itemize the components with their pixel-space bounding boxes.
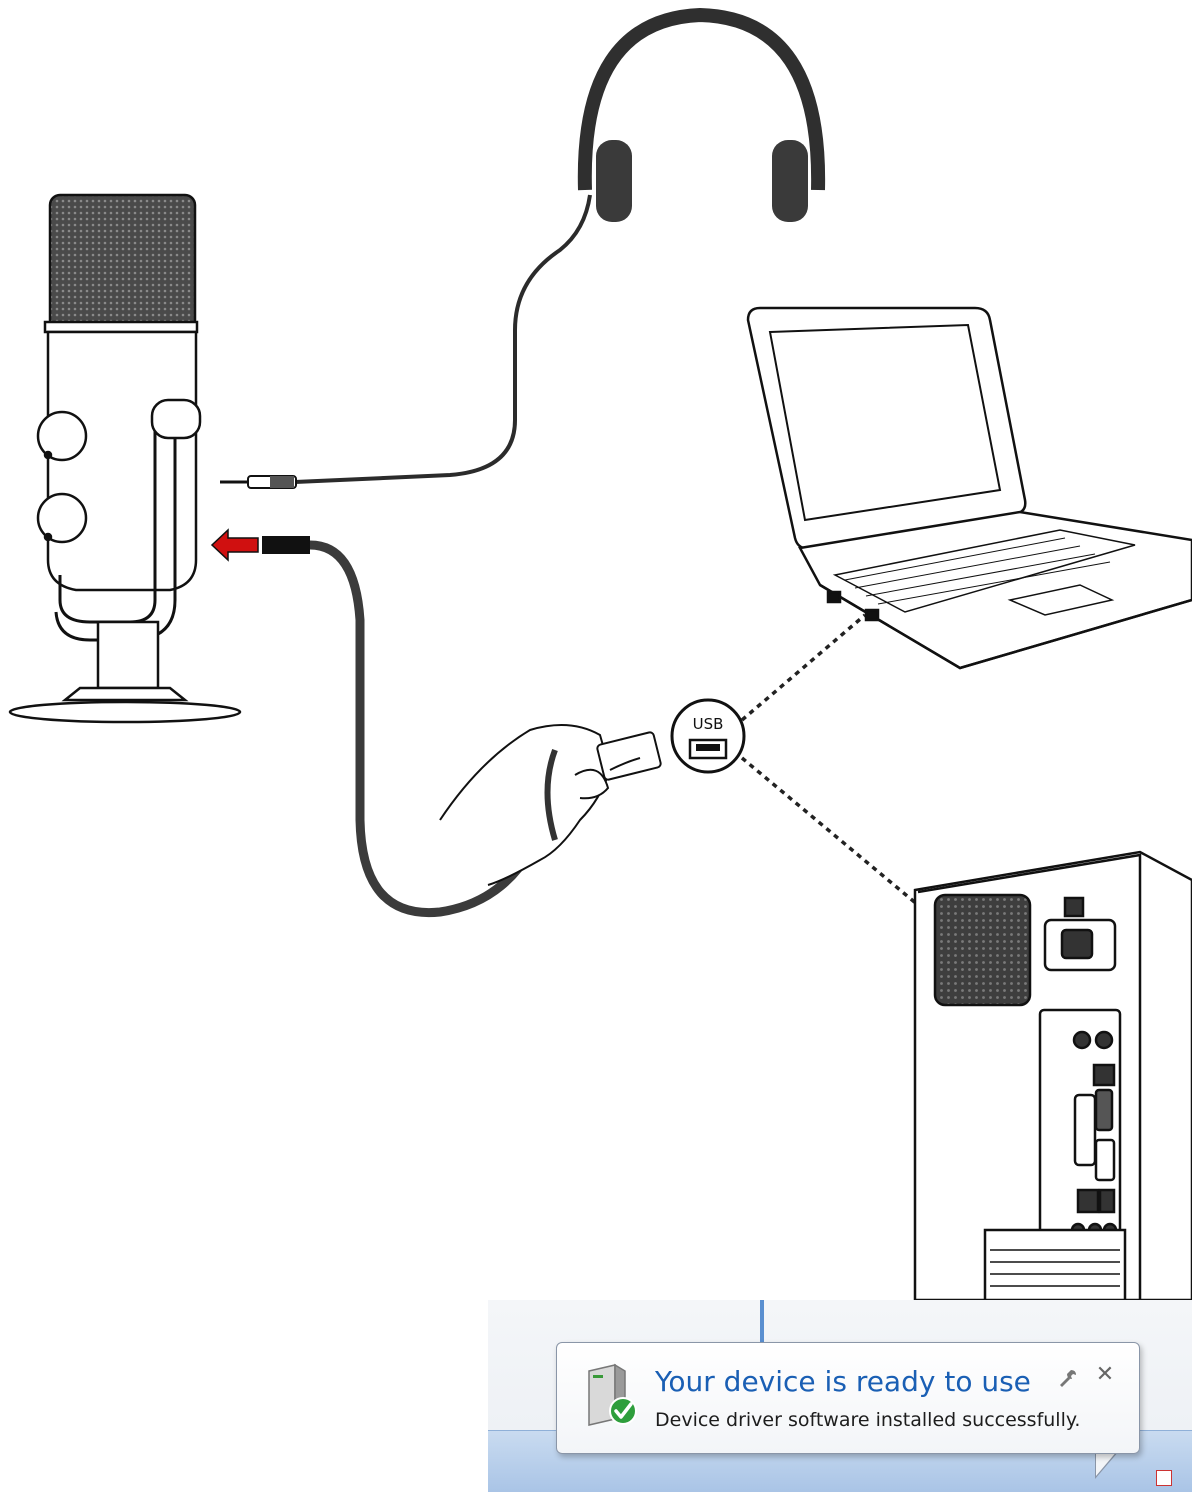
usb-badge-label: USB	[693, 715, 724, 733]
microphone-icon	[10, 195, 240, 722]
desktop-pc-icon	[915, 852, 1192, 1300]
wrench-icon[interactable]	[1057, 1367, 1079, 1389]
hand-with-usb-plug	[440, 725, 661, 885]
usb-port-badge: USB	[672, 700, 744, 772]
notification-message: Device driver software installed success…	[655, 1409, 1080, 1431]
action-center-flag-icon[interactable]	[1156, 1470, 1172, 1486]
close-icon[interactable]: ✕	[1093, 1363, 1117, 1387]
device-ready-notification[interactable]: Your device is ready to use Device drive…	[556, 1342, 1140, 1454]
headphones-icon	[220, 15, 818, 488]
laptop-icon	[748, 308, 1192, 668]
window-edge	[760, 1300, 764, 1342]
device-icon	[581, 1363, 641, 1429]
notification-title: Your device is ready to use	[655, 1365, 1031, 1398]
